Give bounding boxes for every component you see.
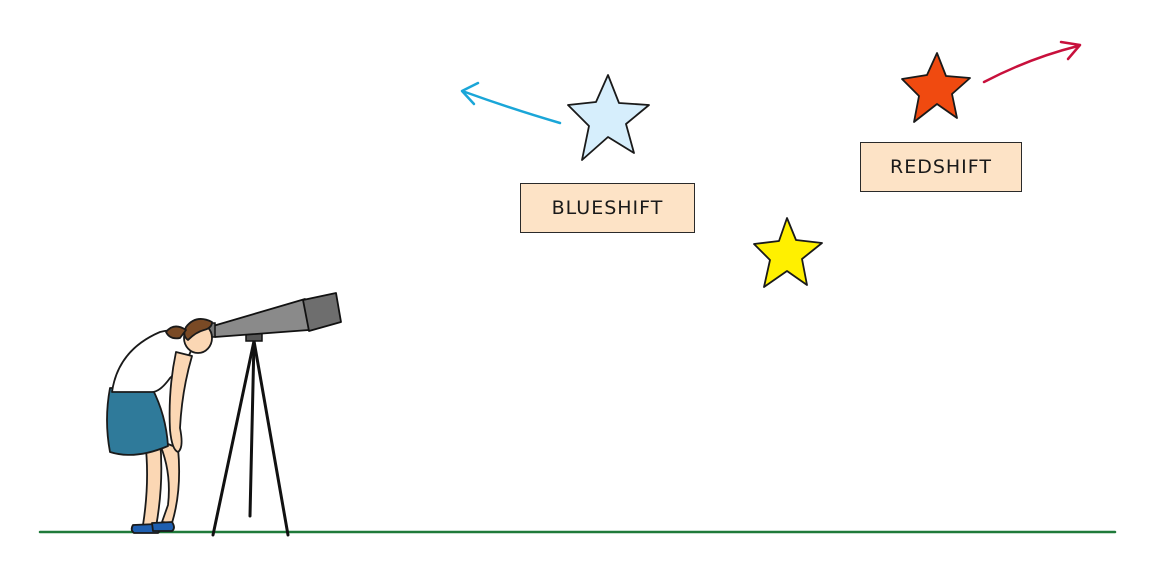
redshift-star	[901, 52, 971, 123]
blueshift-star	[567, 74, 650, 161]
blueshift-arrow	[460, 81, 562, 125]
redshift-arrow	[982, 40, 1082, 84]
neutral-star	[753, 217, 823, 288]
tripod	[211, 339, 290, 537]
redshift-label: REDSHIFT	[860, 142, 1022, 192]
telescope	[204, 292, 342, 338]
observer-figure	[106, 318, 213, 534]
blueshift-label: BLUESHIFT	[520, 183, 695, 233]
